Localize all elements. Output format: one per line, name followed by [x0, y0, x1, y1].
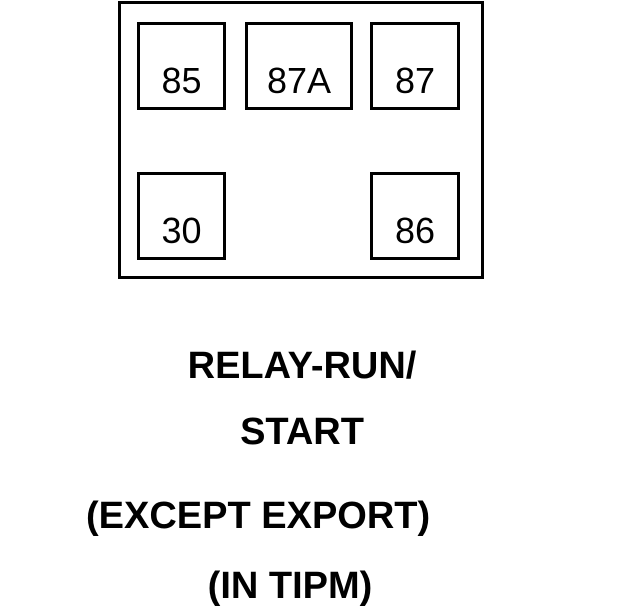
terminal-30-label: 30 — [161, 210, 202, 251]
caption-line-1: RELAY-RUN/ — [187, 345, 417, 387]
caption-line-3: (EXCEPT EXPORT) — [86, 495, 431, 537]
terminal-85-label: 85 — [161, 60, 202, 101]
terminal-87: 87 — [370, 22, 460, 110]
terminal-86-label: 86 — [394, 210, 436, 251]
terminal-85: 85 — [137, 22, 226, 110]
caption-line-2: START — [240, 411, 364, 453]
relay-outline — [118, 1, 484, 279]
terminal-87a: 87A — [245, 22, 353, 110]
terminal-86: 86 — [370, 172, 460, 260]
terminal-30: 30 — [137, 172, 226, 260]
terminal-87-label: 87 — [394, 60, 436, 101]
terminal-87a-label: 87A — [266, 60, 332, 101]
caption-line-4: (IN TIPM) — [207, 565, 373, 607]
